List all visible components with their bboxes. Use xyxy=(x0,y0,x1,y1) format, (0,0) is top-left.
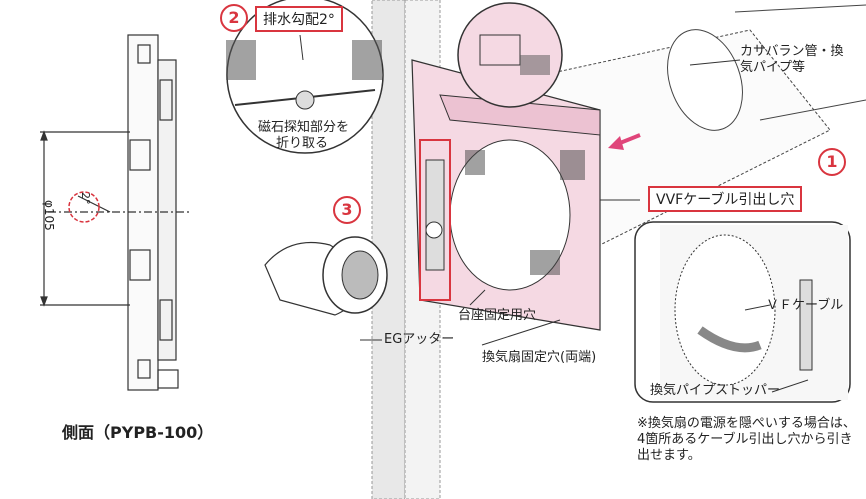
side-view-caption: 側面（PYPB-100） xyxy=(62,423,214,442)
pipe-stopper-label: 換気パイプストッパー xyxy=(650,383,781,398)
base-frame-drawing xyxy=(411,59,601,331)
concealed-wiring-note: ※換気扇の電源を隠ぺいする場合は、4箇所あるケーブル引出し穴から引き出せます。 xyxy=(637,416,856,463)
magnifier-corner xyxy=(457,2,563,108)
magnet-label-line2: 折り取る xyxy=(276,136,329,151)
leader-lines xyxy=(360,59,809,393)
magnifier-cable xyxy=(634,221,851,403)
angle-highlight-circle xyxy=(68,191,100,223)
angle-label: 2° xyxy=(79,192,92,205)
hand-cutter-drawing xyxy=(264,236,388,316)
vf-cable-label: ＶＦケーブル xyxy=(766,298,844,313)
callout-3-number: 3 xyxy=(333,196,361,224)
fan-fixing-hole-label: 換気扇固定穴(両端) xyxy=(482,350,597,365)
callout-1-cable-hole: VVFケーブル引出し穴 xyxy=(648,186,803,212)
callout-2-number: 2 xyxy=(220,4,248,32)
side-view-drawing xyxy=(40,34,190,391)
diameter-label: φ105 xyxy=(42,200,56,231)
arrow-icon xyxy=(608,133,641,150)
callout-2-drain-slope: 排水勾配2° xyxy=(255,6,343,32)
pipe-label: カサバラン管・換気パイプ等 xyxy=(740,44,844,75)
magnet-label-line1: 磁石探知部分を xyxy=(258,120,350,135)
magnifier-drain xyxy=(226,0,384,154)
base-fixing-hole-label: 台座固定用穴 xyxy=(458,308,537,323)
callout-1-number: 1 xyxy=(818,148,846,176)
eg-cutter-label: EGアッター xyxy=(384,332,455,347)
